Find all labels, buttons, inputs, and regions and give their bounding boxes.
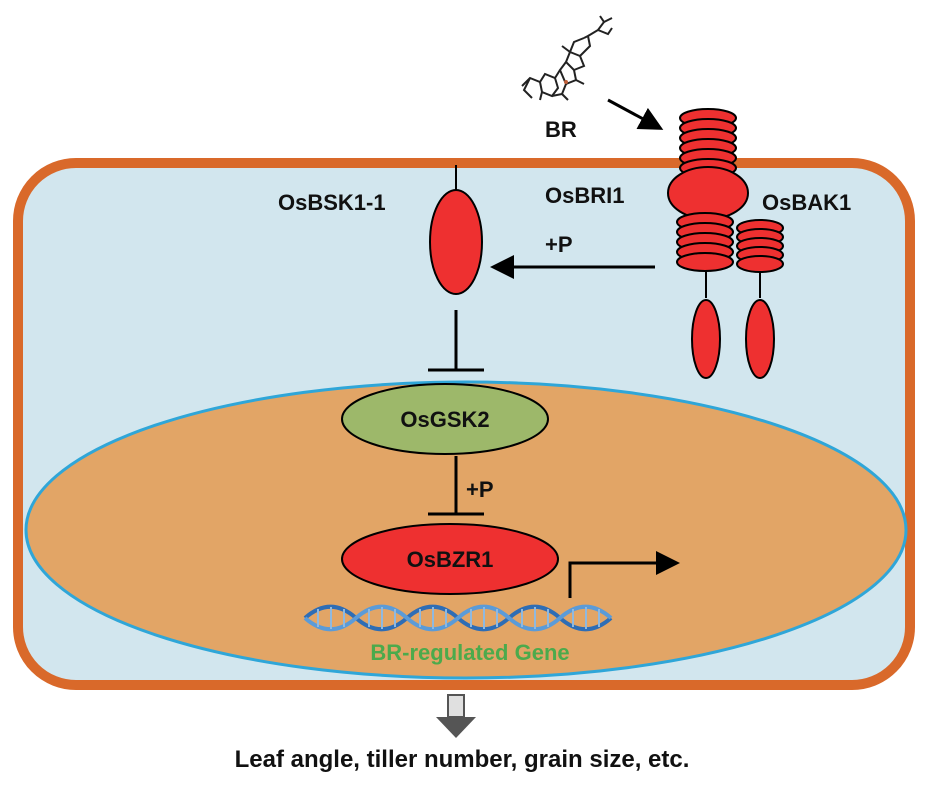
osbri1-kinase-domain: [691, 299, 721, 379]
transcription-arrow: [568, 551, 680, 598]
osgsk2-protein: [341, 383, 549, 455]
osbsk1-1-label: OsBSK1-1: [278, 190, 386, 215]
inhibition-gsk2-bzr1: [428, 456, 484, 516]
osbri1-intracellular-domain: [676, 212, 734, 272]
phospho-label-bsk: +P: [545, 232, 573, 257]
osbak1-label: OsBAK1: [762, 190, 851, 215]
osbsk1-1-protein: [429, 189, 483, 295]
osbri1-receptor-body: [667, 166, 749, 220]
osbak1-kinase-domain: [745, 299, 775, 379]
phospho-label-bzr: +P: [466, 477, 494, 502]
gene-label: BR-regulated Gene: [370, 640, 569, 665]
osbak1-domain: [736, 219, 784, 273]
br-binding-arrow: [607, 98, 664, 130]
br-molecule-icon: [521, 15, 613, 101]
down-arrow-icon: [436, 694, 476, 738]
osbri1-extracellular-domain: [679, 108, 737, 178]
dna-helix-icon: [303, 604, 613, 632]
osgsk2-label: OsGSK2: [400, 407, 489, 432]
inhibition-bsk-gsk2: [428, 310, 484, 372]
osbzr1-protein: [341, 523, 559, 595]
osbri1-label: OsBRI1: [545, 183, 624, 208]
br-label: BR: [545, 117, 577, 142]
osbzr1-label: OsBZR1: [407, 547, 494, 572]
outcome-label: Leaf angle, tiller number, grain size, e…: [235, 746, 690, 773]
